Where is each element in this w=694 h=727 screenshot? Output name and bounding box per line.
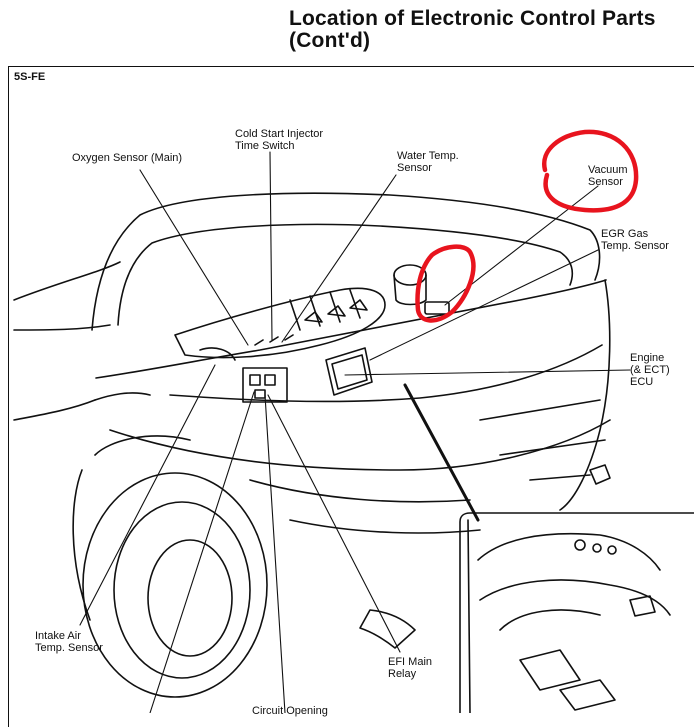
label-oxygen-sensor: Oxygen Sensor (Main) — [72, 152, 182, 164]
title-line-2: (Cont'd) — [289, 29, 371, 52]
label-oxygen-sensor-text: Oxygen Sensor (Main) — [72, 152, 183, 164]
label-egr-gas-temp-sensor: EGR Gas Temp. Sensor — [601, 228, 669, 252]
label-engine-ecu: Engine (& ECT) ECU — [630, 352, 670, 388]
label-intake-air-line-1: Intake Air — [35, 630, 81, 642]
label-ecu-line-3: ECU — [630, 376, 654, 388]
label-efi-main-relay: EFI Main Relay — [388, 656, 432, 680]
title-line-1: Location of Electronic Control Parts — [289, 7, 656, 30]
label-circuit-opening-text: Circuit Opening — [252, 705, 328, 717]
label-egr-line-1: EGR Gas — [601, 228, 649, 240]
label-circuit-opening-relay: Circuit Opening — [252, 705, 328, 717]
diagram-frame — [8, 66, 694, 727]
label-vacuum-line-1: Vacuum — [588, 164, 628, 176]
label-cold-start-injector: Cold Start Injector Time Switch — [235, 128, 323, 152]
label-water-temp-sensor: Water Temp. Sensor — [397, 150, 459, 174]
red-annotation-circles — [415, 129, 639, 323]
engine-block — [174, 264, 450, 403]
leader-lines — [79, 151, 631, 713]
label-cold-start-line-2: Time Switch — [235, 140, 295, 152]
page-title: Location of Electronic Control Parts (Co… — [289, 8, 656, 52]
label-intake-air-temp-sensor: Intake Air Temp. Sensor — [35, 630, 103, 654]
label-efi-line-2: Relay — [388, 668, 417, 680]
label-water-temp-line-2: Sensor — [397, 162, 432, 174]
label-ecu-line-2: (& ECT) — [630, 364, 670, 376]
engine-code: 5S-FE — [14, 71, 46, 83]
car-body — [13, 192, 611, 698]
label-efi-line-1: EFI Main — [388, 656, 433, 668]
label-ecu-line-1: Engine — [630, 352, 665, 364]
label-egr-line-2: Temp. Sensor — [601, 240, 669, 252]
label-vacuum-line-2: Sensor — [588, 176, 623, 188]
label-cold-start-line-1: Cold Start Injector — [235, 128, 324, 140]
label-intake-air-line-2: Temp. Sensor — [35, 642, 103, 654]
inset-detail — [403, 383, 694, 713]
label-water-temp-line-1: Water Temp. — [397, 150, 459, 162]
label-vacuum-sensor: Vacuum Sensor — [588, 164, 628, 188]
